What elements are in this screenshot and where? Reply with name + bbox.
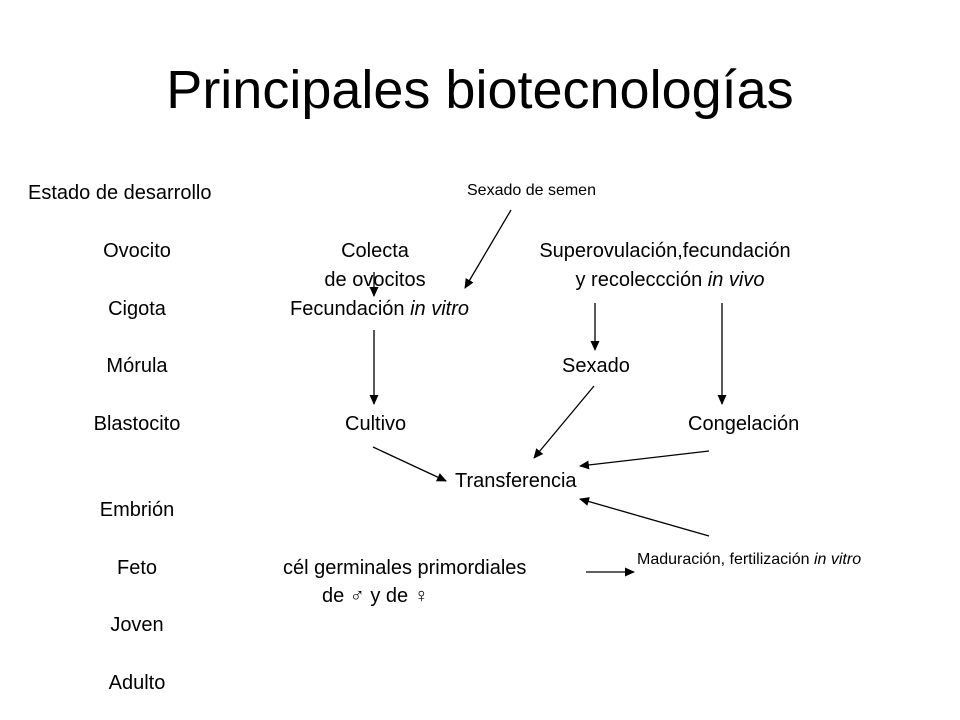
node-maduracion: Maduración, fertilización in vitro (637, 551, 862, 568)
node-colecta-line1: Colecta (341, 240, 409, 262)
stage-joven: Joven (110, 614, 164, 636)
arrow-cultivo-to-transferencia (372, 446, 447, 482)
node-congelacion: Congelación (688, 413, 800, 435)
arrow-sexado-semen-to-colecta (464, 209, 512, 289)
stage-ovocito: Ovocito (103, 240, 171, 262)
node-cultivo: Cultivo (345, 413, 407, 435)
arrow-maduracion-to-transferencia (579, 497, 710, 537)
node-sexado-semen: Sexado de semen (467, 182, 596, 199)
node-transferencia: Transferencia (455, 470, 577, 492)
slide-title: Principales biotecnologías (166, 60, 794, 120)
node-fecundacion-in-vitro: Fecundación in vitro (290, 298, 469, 320)
stage-adulto: Adulto (108, 672, 166, 694)
node-superovulacion-line2: y recoleccción in vivo (575, 269, 765, 291)
node-colecta-line2: de ovocitos (324, 269, 426, 291)
stage-blastocito: Blastocito (93, 413, 181, 435)
stage-embrion: Embrión (99, 499, 175, 521)
node-celulas-germinales-line1: cél germinales primordiales (283, 557, 527, 579)
node-celulas-germinales-line2: de ♂ y de ♀ (322, 585, 429, 607)
arrow-congelacion-to-transferencia (579, 450, 710, 470)
arrow-sexado-to-transferencia (533, 385, 595, 459)
stages-header: Estado de desarrollo (28, 182, 212, 204)
node-superovulacion-line1: Superovulación,fecundación (539, 240, 791, 262)
stage-morula: Mórula (106, 355, 168, 377)
stage-feto: Feto (116, 557, 158, 579)
stage-cigota: Cigota (108, 298, 166, 320)
node-sexado: Sexado (562, 355, 630, 377)
